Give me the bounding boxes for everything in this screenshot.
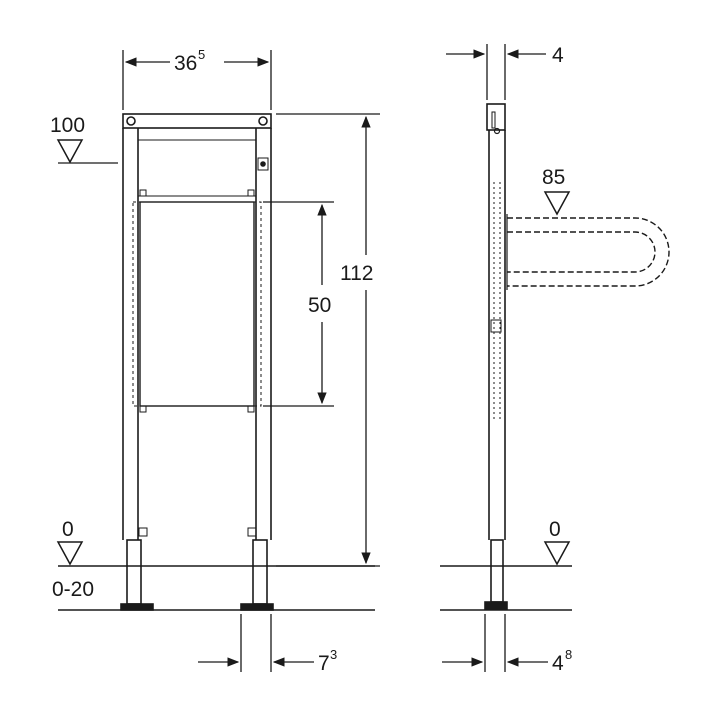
dim-side-width: 4 bbox=[552, 44, 564, 67]
grab-bar bbox=[507, 217, 670, 287]
level-85-label: 85 bbox=[542, 166, 565, 189]
right-leg bbox=[252, 539, 268, 605]
front-level-markers bbox=[56, 139, 84, 566]
center-panel bbox=[139, 201, 255, 407]
dim-foot-offset: 7 bbox=[318, 652, 330, 675]
front-view bbox=[120, 113, 274, 611]
mounting-hole-right bbox=[258, 116, 268, 126]
left-foot bbox=[120, 603, 154, 611]
side-dimensions bbox=[442, 44, 548, 672]
side-level-markers bbox=[543, 191, 571, 566]
front-dimensions bbox=[58, 50, 380, 672]
level-marker-100-icon bbox=[56, 139, 84, 164]
dim-frame-width-sup: 5 bbox=[198, 47, 205, 62]
dim-total-height: 112 bbox=[340, 262, 373, 285]
dim-foot-offset-sup: 3 bbox=[330, 647, 337, 662]
level-100-label: 100 bbox=[50, 114, 85, 137]
frame-top-bar bbox=[122, 113, 272, 129]
dim-frame-width: 36 bbox=[174, 52, 197, 75]
dim-side-foot-sup: 8 bbox=[565, 647, 572, 662]
right-foot bbox=[240, 603, 274, 611]
level-marker-0-side-icon bbox=[543, 541, 571, 566]
mounting-hole-left bbox=[126, 116, 136, 126]
left-leg bbox=[126, 539, 142, 605]
level-marker-0-front-icon bbox=[56, 541, 84, 566]
front-floor-lines bbox=[58, 565, 375, 611]
level-0-front-label: 0 bbox=[62, 518, 74, 541]
side-foot bbox=[484, 601, 508, 610]
foot-range-label: 0-20 bbox=[52, 578, 94, 601]
dim-side-foot: 4 bbox=[552, 652, 564, 675]
side-view bbox=[484, 103, 670, 610]
level-marker-85-icon bbox=[543, 191, 571, 216]
level-0-side-label: 0 bbox=[549, 518, 561, 541]
dim-panel-height: 50 bbox=[308, 294, 331, 317]
side-floor-lines bbox=[440, 565, 572, 611]
